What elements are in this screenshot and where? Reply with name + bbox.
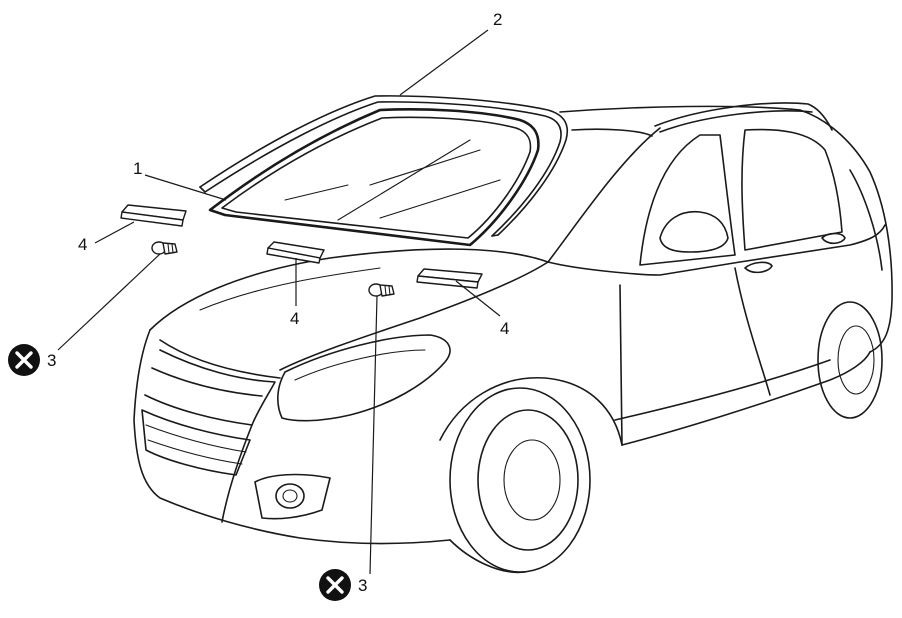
- windshield-glass: [208, 108, 540, 247]
- spacer-right: [416, 268, 483, 289]
- circled-x-icon: [8, 344, 40, 376]
- clip-left: [151, 241, 178, 255]
- windshield-molding: [199, 95, 569, 237]
- callout-4-right: 4: [500, 319, 509, 338]
- callout-3-center: 3: [358, 576, 367, 595]
- callout-2: 2: [493, 10, 502, 29]
- callout-4-left: 4: [78, 235, 87, 254]
- callout-3-left: 3: [47, 351, 56, 370]
- spacer-left: [120, 204, 187, 227]
- vehicle-illustration: [133, 102, 893, 574]
- spacer-center: [266, 241, 325, 264]
- callout-4-center: 4: [290, 309, 299, 328]
- clip-center: [368, 283, 395, 297]
- circled-x-icon: [319, 569, 351, 601]
- leader-lines: [57, 29, 501, 575]
- callout-1: 1: [133, 159, 142, 178]
